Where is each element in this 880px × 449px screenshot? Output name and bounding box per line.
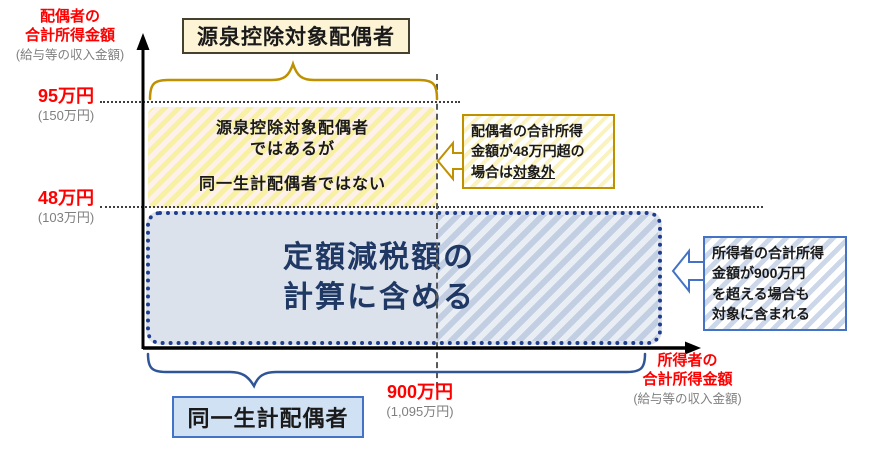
blue-region-line1: 定額減税額の xyxy=(283,240,475,274)
top-category-label: 源泉控除対象配偶者 xyxy=(197,26,395,49)
threshold-line-900man xyxy=(436,74,438,388)
y-axis-subtitle: (給与等の収入金額) xyxy=(15,47,125,62)
x-tick-900-value: 900万円 xyxy=(386,382,454,402)
y-tick-48-value: 48万円 xyxy=(37,188,95,208)
callout-over-48man: 配偶者の合計所得 金額が48万円超の 場合は対象外 xyxy=(462,114,615,189)
y-tick-48: 48万円 (103万円) xyxy=(14,188,118,226)
callout-blue-line4: 対象に含まれる xyxy=(712,305,810,322)
callout-blue-line3: を超える場合も xyxy=(712,285,810,302)
y-tick-95: 95万円 (150万円) xyxy=(14,86,118,124)
x-tick-900-sub: (1,095万円) xyxy=(386,403,454,419)
callout-blue-line2: 金額が900万円 xyxy=(712,265,806,282)
callout-yellow-line3-underlined: 対象外 xyxy=(513,163,555,180)
top-brace-icon xyxy=(148,60,439,101)
x-axis-title: 所得者の 合計所得金額 (給与等の収入金額) xyxy=(615,352,760,407)
gridline-95man xyxy=(100,101,460,103)
callout-yellow-line3: 場合は対象外 xyxy=(471,162,606,182)
yellow-region-line1: 源泉控除対象配偶者 xyxy=(215,119,369,137)
y-axis-title: 配偶者の 合計所得金額 (給与等の収入金額) xyxy=(0,8,140,63)
y-tick-95-value: 95万円 xyxy=(37,86,95,106)
callout-over-900man: 所得者の合計所得 金額が900万円 を超える場合も 対象に含まれる xyxy=(703,236,847,332)
x-axis-title-line2: 合計所得金額 xyxy=(642,370,733,388)
callout-yellow-line3-prefix: 場合は xyxy=(471,163,513,180)
bottom-category-label: 同一生計配偶者 xyxy=(187,406,349,431)
callout-blue-line1: 所得者の合計所得 xyxy=(712,245,824,261)
gridline-48man xyxy=(100,206,763,208)
y-axis-title-line1: 配偶者の xyxy=(39,8,100,25)
callout-yellow-line2: 金額が48万円超の xyxy=(471,143,585,160)
y-tick-95-sub: (150万円) xyxy=(37,107,95,123)
yellow-region-line3: 同一生計配偶者ではない xyxy=(198,176,386,194)
y-tick-48-sub: (103万円) xyxy=(37,209,95,225)
y-axis-title-line2: 合計所得金額 xyxy=(24,26,115,44)
x-tick-900: 900万円 (1,095万円) xyxy=(355,382,485,420)
top-category-box: 源泉控除対象配偶者 xyxy=(182,18,410,54)
yellow-region-line2: ではあるが xyxy=(249,140,335,158)
blue-region-text: 定額減税額の 計算に含める xyxy=(150,215,658,341)
blue-region-line2: 計算に含める xyxy=(283,281,475,314)
bottom-category-box: 同一生計配偶者 xyxy=(172,396,364,438)
blue-hatch-area xyxy=(437,215,658,341)
callout-yellow-line1: 配偶者の合計所得 xyxy=(471,123,583,139)
yellow-callout-arrow-icon xyxy=(436,140,464,182)
x-axis-subtitle: (給与等の収入金額) xyxy=(633,391,742,406)
yellow-hatched-region: 源泉控除対象配偶者 ではあるが 同一生計配偶者ではない xyxy=(148,107,437,208)
blue-callout-arrow-icon xyxy=(671,248,705,294)
x-axis-title-line1: 所得者の xyxy=(657,352,718,369)
blue-inclusion-region: 定額減税額の 計算に含める xyxy=(146,211,662,345)
